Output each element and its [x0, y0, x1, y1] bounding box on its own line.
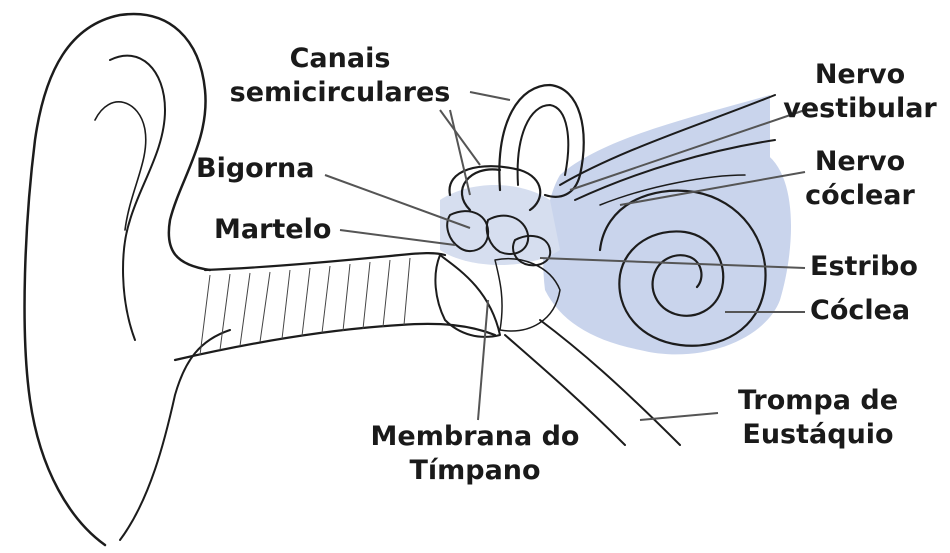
helix-fold: [110, 56, 165, 340]
pinna-outline: [25, 14, 210, 545]
pinna-inner-fold: [120, 330, 230, 540]
label-membrana-do-timpano: Membrana do Tímpano: [350, 420, 600, 488]
label-nervo-vestibular-line2: vestibular: [780, 92, 940, 126]
label-trompa-line1: Trompa de: [718, 384, 918, 418]
label-nervo-coclear-line2: cóclear: [790, 179, 930, 213]
label-nervo-coclear: Nervo cóclear: [790, 145, 930, 213]
label-trompa-line2: Eustáquio: [718, 418, 918, 452]
label-trompa-de-eustaquio: Trompa de Eustáquio: [718, 384, 918, 452]
label-martelo: Martelo: [214, 213, 331, 247]
label-estribo: Estribo: [810, 250, 918, 284]
label-membrana-line1: Membrana do: [350, 420, 600, 454]
antihelix: [95, 102, 146, 230]
label-nervo-coclear-line1: Nervo: [790, 145, 930, 179]
label-nervo-vestibular: Nervo vestibular: [780, 58, 940, 126]
label-bigorna: Bigorna: [196, 152, 314, 186]
label-canais-line1: Canais: [225, 42, 455, 76]
label-estribo-text: Estribo: [810, 250, 918, 284]
label-nervo-vestibular-line1: Nervo: [780, 58, 940, 92]
label-coclea-text: Cóclea: [810, 294, 910, 328]
label-martelo-text: Martelo: [214, 213, 331, 247]
label-membrana-line2: Tímpano: [350, 454, 600, 488]
label-bigorna-text: Bigorna: [196, 152, 314, 186]
label-canais-line2: semicirculares: [225, 76, 455, 110]
label-coclea: Cóclea: [810, 294, 910, 328]
label-canais-semicirculares: Canais semicirculares: [225, 42, 455, 110]
ear-canal-hatching: [200, 258, 410, 355]
